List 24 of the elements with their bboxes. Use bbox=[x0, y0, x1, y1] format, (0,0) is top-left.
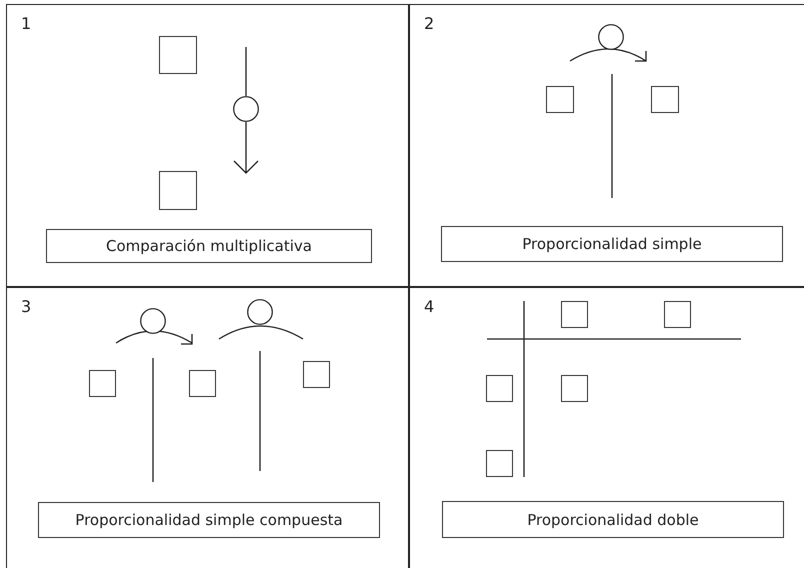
empty-box bbox=[651, 86, 679, 113]
empty-box bbox=[561, 375, 588, 402]
empty-box bbox=[486, 375, 513, 402]
diagram-panel bbox=[409, 4, 804, 287]
empty-box bbox=[561, 301, 588, 328]
caption-box: Proporcionalidad simple bbox=[441, 226, 783, 262]
panel-number: 2 bbox=[424, 15, 434, 33]
empty-box bbox=[664, 301, 691, 328]
panel-number: 1 bbox=[21, 15, 32, 33]
caption-box: Comparación multiplicativa bbox=[46, 229, 372, 263]
panel-number: 3 bbox=[21, 298, 32, 316]
empty-box bbox=[546, 86, 574, 113]
empty-box bbox=[189, 370, 216, 397]
diagram-panel bbox=[6, 287, 409, 568]
empty-box bbox=[486, 450, 513, 477]
caption-box: Proporcionalidad simple compuesta bbox=[38, 502, 380, 538]
empty-box bbox=[159, 36, 197, 74]
empty-box bbox=[89, 370, 116, 397]
panel-number: 4 bbox=[424, 298, 434, 316]
diagram-panel bbox=[409, 287, 804, 568]
diagram-panel bbox=[6, 4, 409, 287]
empty-box bbox=[159, 171, 197, 210]
empty-box bbox=[303, 361, 330, 388]
caption-box: Proporcionalidad doble bbox=[442, 501, 784, 538]
